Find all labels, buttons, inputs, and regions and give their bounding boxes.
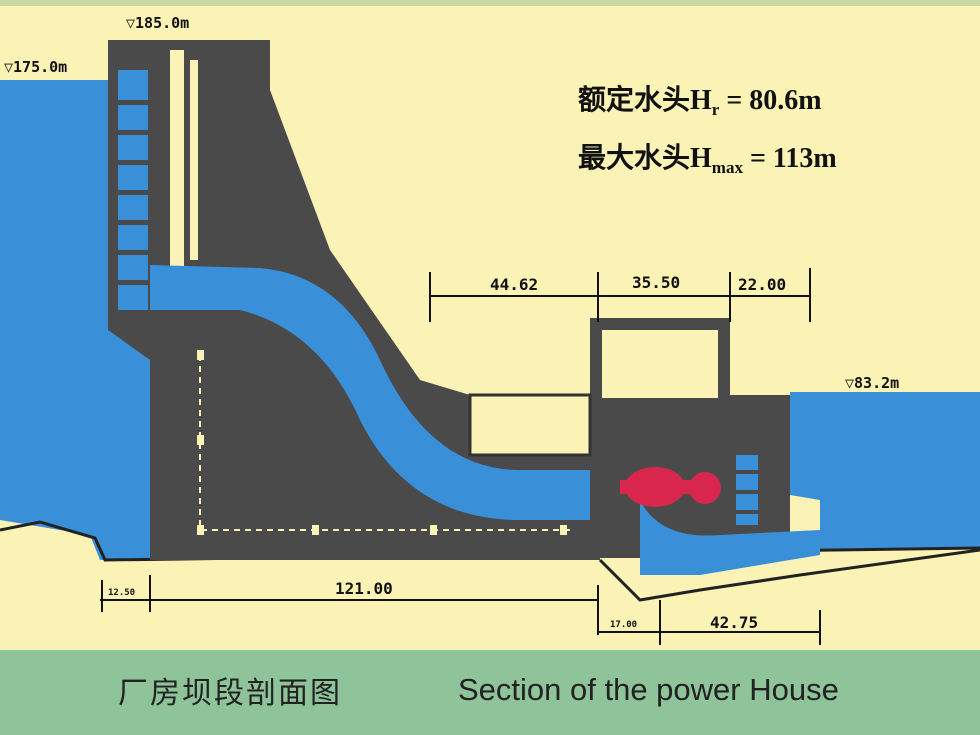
penstock bbox=[150, 265, 600, 520]
rated-head-label: 额定水头Hr = 80.6m bbox=[578, 85, 822, 119]
bottom-dimension-lines bbox=[100, 575, 821, 645]
dim-bottom-4: 42.75 bbox=[710, 613, 758, 632]
caption-chinese: 厂房坝段剖面图 bbox=[118, 676, 342, 711]
turbine-generator bbox=[620, 467, 721, 507]
upstream-level-label: ▽175.0m bbox=[4, 58, 67, 76]
downstream-tailwater bbox=[790, 392, 980, 555]
top-dimension-line bbox=[429, 268, 811, 322]
upstream-reservoir bbox=[0, 80, 150, 560]
dim-bottom-2: 121.00 bbox=[335, 579, 393, 598]
dim-bottom-1: 12.50 bbox=[108, 588, 135, 598]
crest-level-label: ▽185.0m bbox=[126, 14, 189, 32]
dim-top-1: 44.62 bbox=[490, 275, 538, 294]
dim-bottom-3: 17.00 bbox=[610, 620, 637, 630]
draft-tube bbox=[640, 500, 820, 575]
caption-english: Section of the power House bbox=[458, 672, 839, 707]
max-head-label: 最大水头Hmax = 113m bbox=[578, 143, 837, 177]
dim-top-2: 35.50 bbox=[632, 273, 680, 292]
dim-top-3: 22.00 bbox=[738, 275, 786, 294]
downstream-level-label: ▽83.2m bbox=[845, 374, 899, 392]
